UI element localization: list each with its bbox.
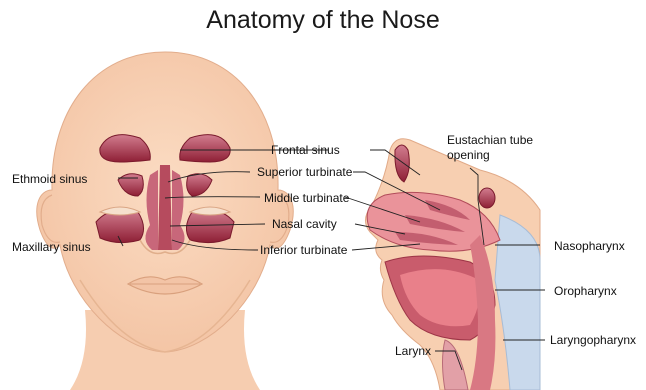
sagittal-section [365, 139, 540, 390]
label-nasal-cavity: Nasal cavity [272, 217, 337, 231]
label-middle-turbinate: Middle turbinate [264, 191, 349, 205]
label-eustachian-tube-line2: opening [447, 148, 490, 162]
label-laryngopharynx: Laryngopharynx [550, 333, 636, 347]
label-oropharynx: Oropharynx [554, 284, 617, 298]
label-frontal-sinus: Frontal sinus [271, 143, 340, 157]
label-maxillary-sinus: Maxillary sinus [12, 240, 91, 254]
nasal-septum [158, 165, 172, 250]
label-eustachian-tube-line1: Eustachian tube [447, 133, 533, 147]
eustachian-tube-opening-shape [479, 188, 495, 208]
label-ethmoid-sinus: Ethmoid sinus [12, 172, 87, 186]
front-face [37, 52, 293, 390]
label-inferior-turbinate: Inferior turbinate [260, 243, 347, 257]
label-nasopharynx: Nasopharynx [554, 239, 625, 253]
label-larynx: Larynx [395, 344, 431, 358]
label-superior-turbinate: Superior turbinate [257, 165, 352, 179]
